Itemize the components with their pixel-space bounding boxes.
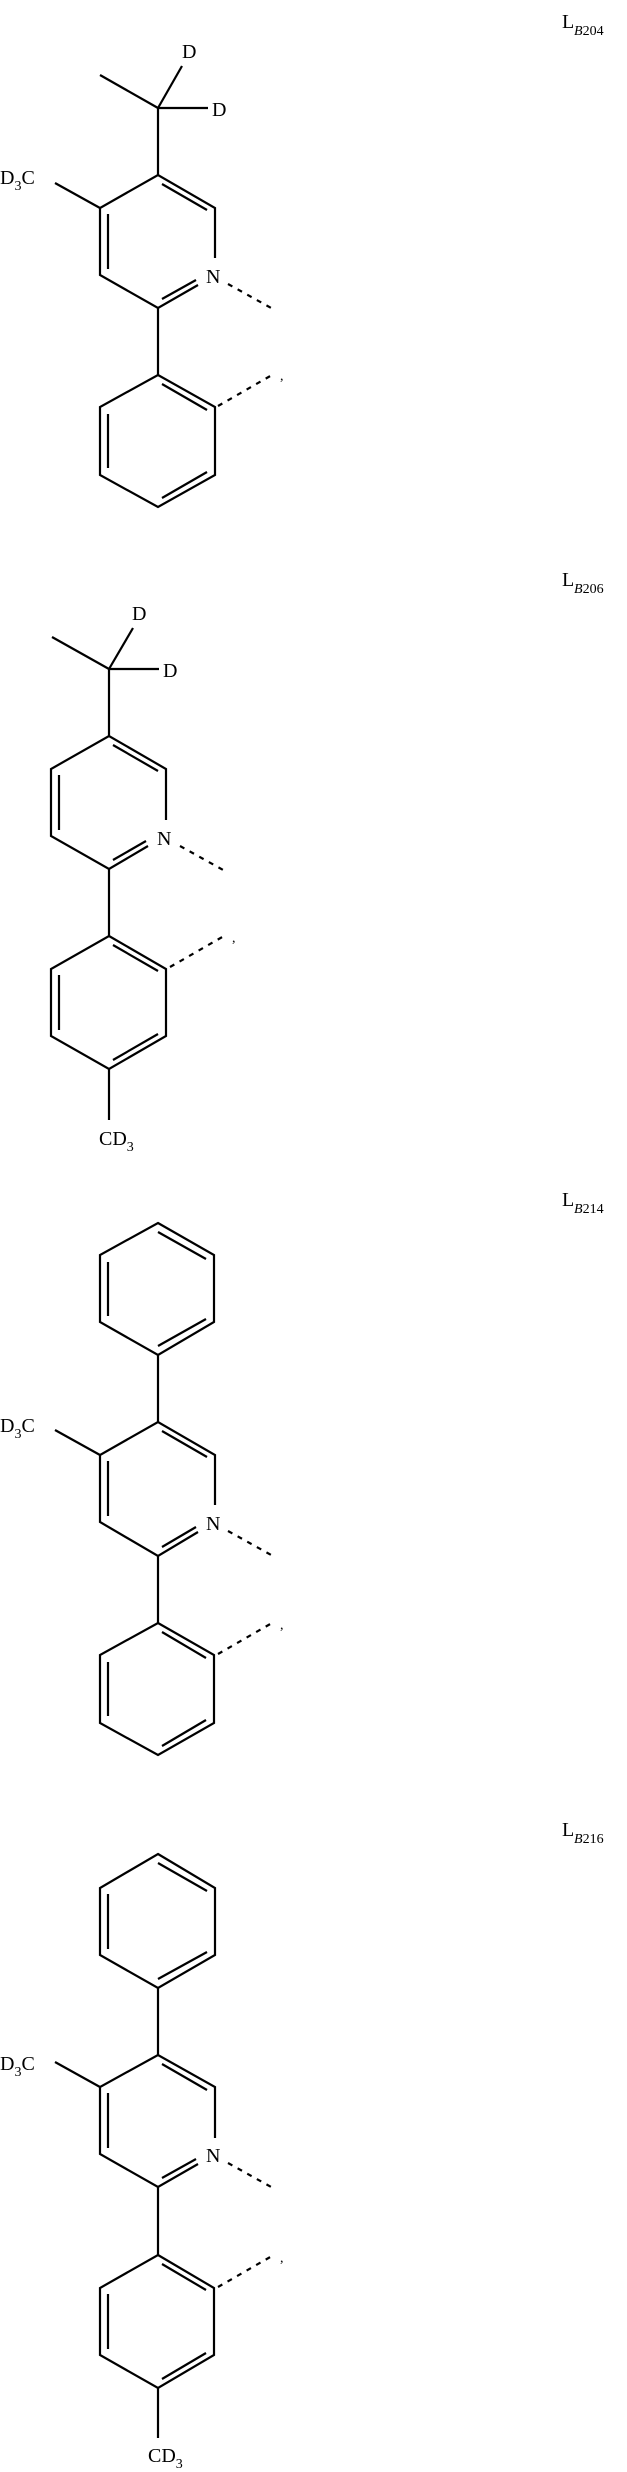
structure-lb206: L B206 D D N , C bbox=[49, 569, 604, 1155]
nitrogen-label: N bbox=[206, 2145, 220, 2167]
structure-label: L bbox=[562, 11, 574, 33]
structure-label: L bbox=[562, 1189, 574, 1211]
comma-mark: , bbox=[280, 2251, 284, 2266]
metal-bond bbox=[217, 2255, 273, 2288]
d3c-label: D3C bbox=[0, 167, 35, 194]
tolyl-ring: , bbox=[49, 931, 236, 1071]
nitrogen-label: N bbox=[157, 828, 171, 850]
comma-mark: , bbox=[232, 931, 236, 946]
pyridine-ring: N bbox=[49, 734, 226, 872]
deuterium-label: D bbox=[163, 660, 177, 682]
pyridine-ring: N bbox=[98, 2053, 274, 2189]
metal-bond bbox=[217, 374, 273, 407]
metal-bond bbox=[169, 935, 225, 968]
metal-bond bbox=[217, 1622, 273, 1655]
coordination-bond bbox=[227, 283, 274, 310]
comma-mark: , bbox=[280, 1618, 284, 1633]
pyridine-ring: N bbox=[98, 173, 274, 310]
nitrogen-label: N bbox=[206, 1513, 220, 1535]
structure-label-subscript: B214 bbox=[574, 1202, 604, 1217]
cd3-methyl-group: CD3 bbox=[99, 1069, 134, 1155]
deuterium-label: D bbox=[182, 41, 196, 63]
deuterium-label: D bbox=[132, 603, 146, 625]
coordination-bond bbox=[179, 845, 226, 872]
structure-label-subscript: B204 bbox=[574, 24, 604, 39]
deuterium-label: D bbox=[212, 99, 226, 121]
comma-mark: , bbox=[280, 369, 284, 384]
structure-label-subscript: B206 bbox=[574, 582, 604, 597]
coordination-bond bbox=[227, 2162, 274, 2189]
cd3-label: CD3 bbox=[99, 1128, 134, 1155]
cd3-label: CD3 bbox=[148, 2445, 183, 2472]
d3c-methyl-group: D3C bbox=[0, 2053, 101, 2088]
nitrogen-label: N bbox=[206, 266, 220, 288]
d3c-label: D3C bbox=[0, 1415, 35, 1442]
d3c-methyl-group: D3C bbox=[0, 167, 101, 209]
structure-lb204: L B204 D D D3C N bbox=[0, 11, 604, 509]
d3c-methyl-group: D3C bbox=[0, 1415, 101, 1456]
phenyl-substituent-ring bbox=[98, 1221, 216, 1357]
tolyl-ring: , bbox=[98, 2251, 284, 2390]
phenyl-ring: , bbox=[98, 1618, 284, 1757]
structure-lb214: L B214 D3C N , bbox=[0, 1189, 604, 1757]
cd3-methyl-group: CD3 bbox=[148, 2388, 183, 2472]
phenyl-ring: , bbox=[98, 369, 284, 509]
pyridine-ring: N bbox=[98, 1420, 274, 1558]
structure-label-subscript: B216 bbox=[574, 1832, 604, 1847]
structure-label: L bbox=[562, 569, 574, 591]
dideuterioethyl-group: D D bbox=[99, 41, 226, 175]
phenyl-substituent-ring bbox=[98, 1852, 217, 1990]
dideuterioethyl-group: D D bbox=[51, 603, 177, 736]
structure-lb216: L B216 D3C N , bbox=[0, 1819, 604, 2472]
d3c-label: D3C bbox=[0, 2053, 35, 2080]
structure-label: L bbox=[562, 1819, 574, 1841]
coordination-bond bbox=[227, 1530, 274, 1557]
